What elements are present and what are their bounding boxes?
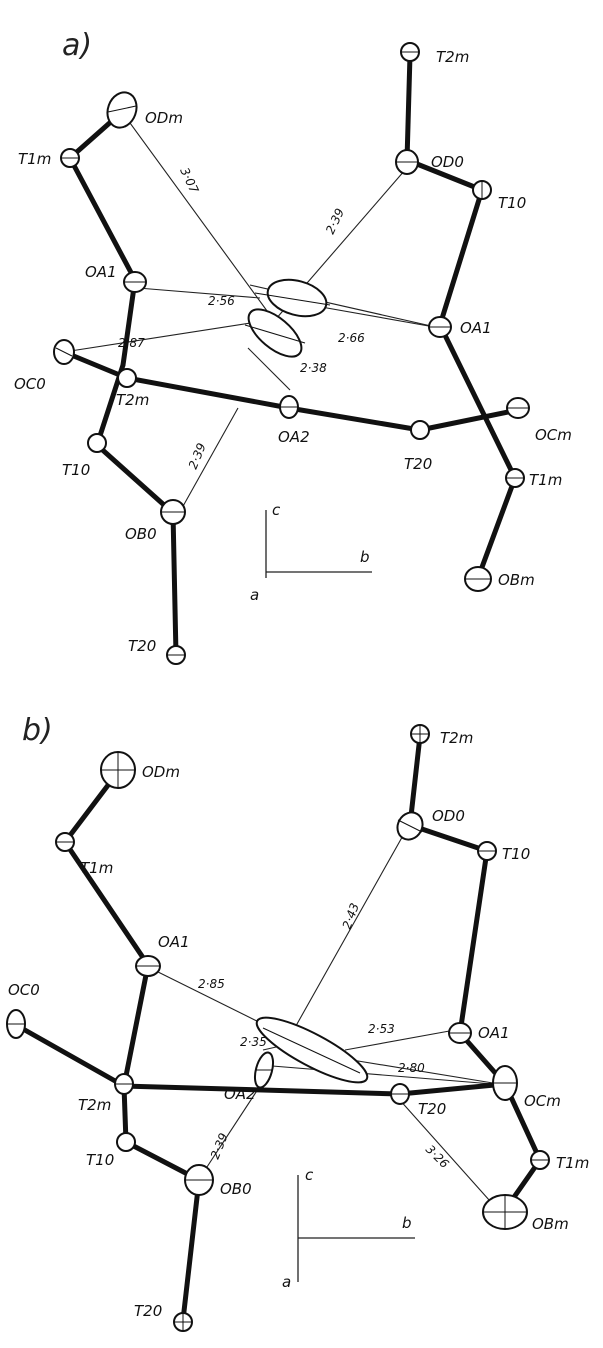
atom-label: OA1	[85, 263, 117, 281]
atom-label: OD0	[432, 807, 465, 825]
panel-b-axes: c b a	[282, 1166, 415, 1291]
distance-label: 3·07	[177, 165, 201, 195]
distance-label: 2·66	[338, 331, 365, 345]
panel-b-atoms	[6, 724, 550, 1332]
atom-label: OA1	[460, 319, 492, 337]
distance-label: 3·26	[423, 1142, 452, 1171]
atom-label: T20	[404, 455, 432, 473]
atom-label: OB0	[220, 1180, 252, 1198]
distance-label: 2·85	[198, 977, 225, 991]
distance-label: 2·56	[208, 294, 235, 308]
atom-label: OC0	[8, 981, 40, 999]
atom-label: T10	[498, 194, 526, 212]
atom-label: T20	[418, 1100, 446, 1118]
panel-a-distances: 3·07 2·39 2·56 2·66 2·87 2·38 2·39	[118, 165, 365, 471]
panel-b: b)	[6, 713, 589, 1332]
atom-label: T20	[128, 637, 156, 655]
panel-a: a)	[14, 28, 572, 665]
atom-label: T1m	[529, 471, 562, 489]
atom-label: OCm	[535, 426, 572, 444]
atom-label: OC0	[14, 375, 46, 393]
distance-label: 2·87	[118, 336, 145, 350]
atom-label: ODm	[145, 109, 183, 127]
panel-b-contacts	[147, 831, 506, 1211]
atom-label: OCm	[524, 1092, 561, 1110]
atom-label: T2m	[116, 391, 149, 409]
panel-b-atom-labels: T2m ODm T1m OD0 T10 OA1 OA1 OC0 T2m OA2 …	[8, 729, 589, 1320]
atom-label: ODm	[142, 763, 180, 781]
atom-label: OA2	[224, 1085, 256, 1103]
panel-a-atoms	[53, 42, 530, 665]
atom-label: OB0	[125, 525, 157, 543]
distance-label: 2·53	[368, 1022, 395, 1036]
atom-label: OBm	[532, 1215, 569, 1233]
atom-label: T20	[134, 1302, 162, 1320]
panel-a-axes: c b a	[250, 501, 372, 604]
atom-label: T1m	[556, 1154, 589, 1172]
axis-a-label: a	[250, 586, 259, 604]
atom-label: T10	[86, 1151, 114, 1169]
distance-label: 2·39	[208, 1131, 231, 1161]
atom-label: T10	[502, 845, 530, 863]
distance-label: 2·43	[340, 901, 362, 931]
panel-a-contacts	[63, 111, 441, 509]
axis-b-label: b	[402, 1214, 412, 1232]
panel-a-label: a)	[62, 28, 92, 63]
atom-label: OA1	[158, 933, 190, 951]
atom-label: T2m	[78, 1096, 111, 1114]
atom-label: T2m	[440, 729, 473, 747]
axis-a-label: a	[282, 1273, 291, 1291]
axis-b-label: b	[360, 548, 370, 566]
atom-label: OD0	[431, 153, 464, 171]
atom-label: T1m	[18, 150, 51, 168]
atom-label: OA2	[278, 428, 310, 446]
distance-label: 2·35	[240, 1035, 267, 1049]
panel-a-atom-labels: T2m ODm T1m OD0 T10 OA1 OA1 OC0 T2m OA2 …	[14, 48, 572, 655]
atom-label: T1m	[80, 859, 113, 877]
distance-label: 2·80	[398, 1061, 425, 1075]
panel-b-distances: 2·85 2·43 2·53 2·80 2·35 2·39 3·26	[198, 901, 452, 1171]
axis-c-label: c	[305, 1166, 314, 1184]
axis-c-label: c	[272, 501, 281, 519]
atom-label: T2m	[436, 48, 469, 66]
distance-label: 2·39	[323, 206, 347, 236]
atom-label: T10	[62, 461, 90, 479]
atom-label: OA1	[478, 1024, 510, 1042]
distance-label: 2·38	[300, 361, 327, 375]
panel-a-bonds	[61, 52, 521, 658]
panel-b-label: b)	[22, 713, 53, 748]
atom-label: OBm	[498, 571, 535, 589]
